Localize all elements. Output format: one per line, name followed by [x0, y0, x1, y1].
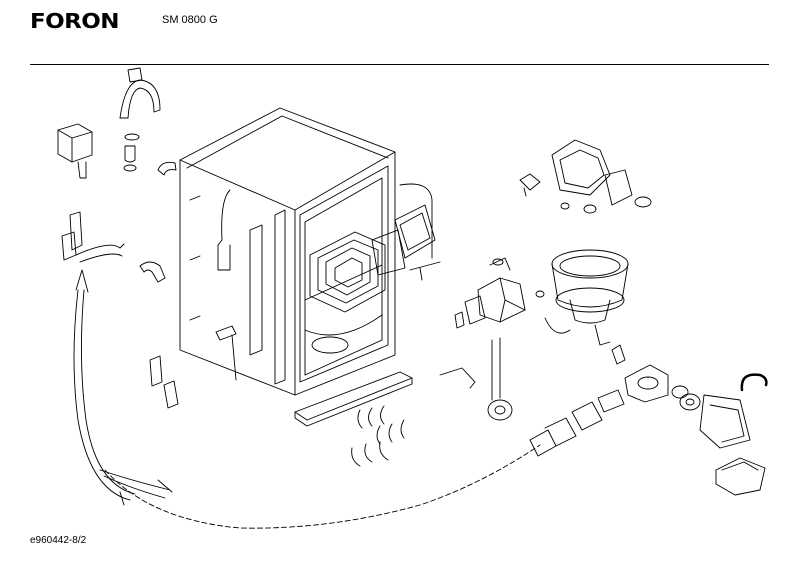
pressure-chamber: [440, 338, 512, 420]
cable-ends: [100, 470, 172, 505]
model-number: SM 0800 G: [162, 14, 218, 26]
cover-plate: [716, 458, 765, 495]
sensor-wire: [216, 190, 236, 380]
sump-filter: [536, 250, 628, 345]
aqua-stop-valve: [58, 124, 92, 178]
cable-clips: [352, 406, 404, 466]
heater-pump-unit: [455, 258, 525, 328]
cabinet-side-pipe: [400, 184, 432, 258]
diagram-reference-number: e960442-8/2: [30, 535, 87, 546]
header-rule: [30, 64, 769, 65]
pump-motor-top: [552, 140, 651, 213]
connection-dash-line: [105, 445, 540, 528]
base-strip: [295, 372, 412, 426]
detergent-dispenser: [372, 205, 440, 280]
heating-element: [310, 232, 385, 312]
inlet-hose: [62, 212, 135, 500]
small-elbow: [158, 162, 176, 175]
tub-cabinet: [180, 108, 395, 395]
clamp-parts: [124, 134, 139, 171]
bracket-part: [520, 174, 540, 196]
float-switch: [150, 356, 178, 408]
connector-elbow: [140, 262, 165, 282]
brand-logo: FORON: [30, 9, 119, 33]
clamp-ring: [742, 375, 767, 390]
drain-pump: [612, 345, 750, 448]
hose-bracket: [120, 68, 160, 118]
drain-connectors: [530, 390, 624, 456]
